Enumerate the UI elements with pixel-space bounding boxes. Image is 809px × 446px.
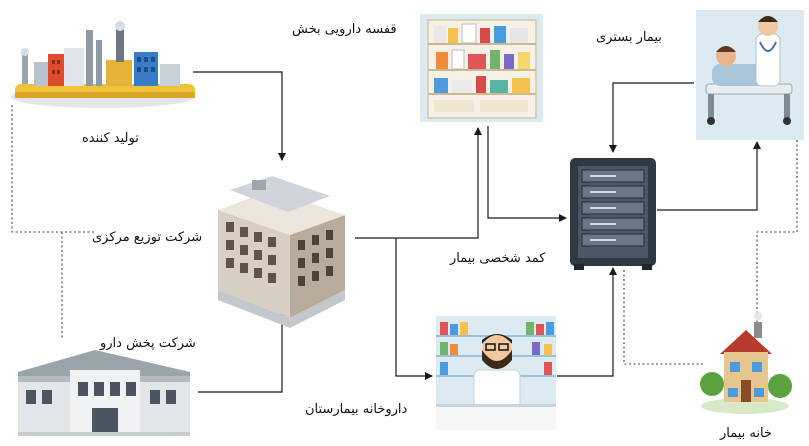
arrow-inpatient-to-cabinet — [609, 82, 694, 153]
label-patient-cabinet: کمد شخصی بیمار — [450, 251, 546, 266]
label-patient-home: خانه بیمار — [720, 426, 773, 441]
arrow-central-to-pharmacy — [395, 238, 433, 380]
label-inpatient: بیمار بستری — [596, 30, 662, 45]
server-cabinet-icon — [570, 158, 656, 270]
pharmacist-icon — [436, 316, 556, 430]
dotted-inpatient-to-home — [756, 140, 798, 325]
label-hospital-pharmacy: داروخانه بیمارستان — [305, 402, 408, 417]
arrow-distributor-to-central — [198, 311, 286, 393]
factory-icon — [11, 21, 195, 108]
dotted-connectors — [11, 105, 798, 365]
arrow-pharmacy-to-cabinet — [557, 267, 617, 377]
label-drug-distribution: شرکت پخش دارو — [100, 336, 196, 351]
dotted-cabinet-to-home — [623, 270, 705, 365]
arrow-central-to-shelf — [355, 127, 482, 239]
building-icon — [218, 176, 345, 328]
medicine-shelf-icon — [420, 14, 543, 122]
arrow-shelf-to-cabinet — [487, 126, 567, 222]
arrow-cabinet-to-inpatient — [657, 141, 761, 211]
label-central-distribution: شرکت توزیع مرکزی — [92, 230, 203, 245]
connectors — [193, 71, 761, 393]
hospital-bed-icon — [696, 10, 804, 140]
dotted-producer-to-distributor — [11, 105, 95, 233]
label-producer: تولید کننده — [82, 131, 139, 146]
arrow-producer-to-central — [193, 71, 286, 161]
label-ward-shelf: قفسه دارویی بخش — [292, 22, 397, 37]
house-icon — [700, 312, 792, 414]
warehouse-icon — [18, 350, 190, 436]
